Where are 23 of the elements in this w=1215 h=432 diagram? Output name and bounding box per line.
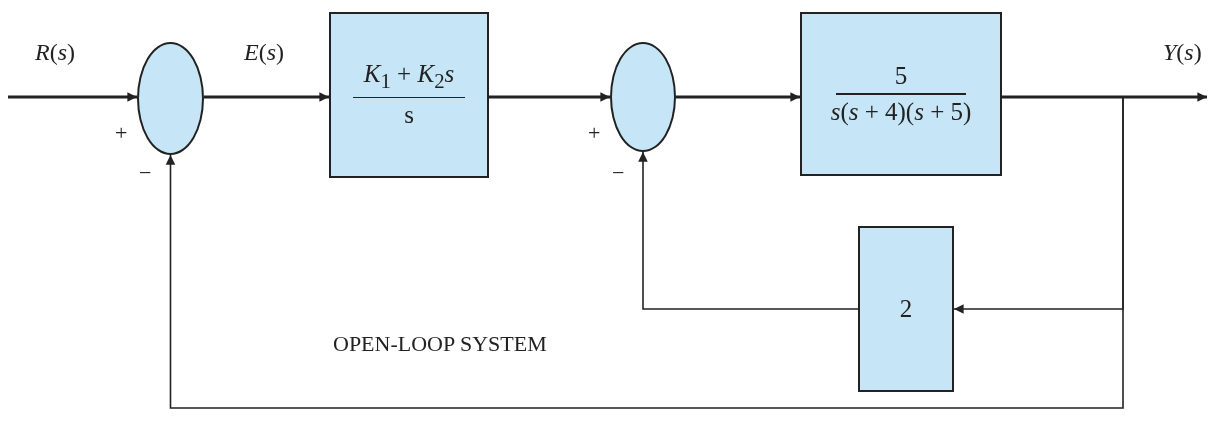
sign-label: + [115,122,128,144]
sign-label: − [139,162,152,184]
sign-label: + [588,122,601,144]
arrow [1002,92,1207,102]
signal-label: E(s) [244,40,284,64]
transfer-function-block [329,12,489,178]
sign-label: − [612,162,625,184]
transfer-function-block [800,12,1002,176]
arrow [8,92,137,102]
note-text: OPEN-LOOP SYSTEM [333,333,547,355]
arrow [165,96,1124,409]
denominator: s(s + 4)(s + 5) [829,97,973,127]
denominator: s [403,101,415,131]
numerator: K$_{1}$ + K$_{2}$s [362,59,456,94]
arrow [676,92,800,102]
gain-value: 2 [898,294,914,324]
numerator: 5 [893,61,909,91]
transfer-function-block [858,226,954,392]
arrow [489,92,610,102]
signal-label: R(s) [35,40,75,64]
arrow [638,151,859,310]
arrow [204,92,329,102]
signal-label: Y(s) [1163,40,1202,64]
